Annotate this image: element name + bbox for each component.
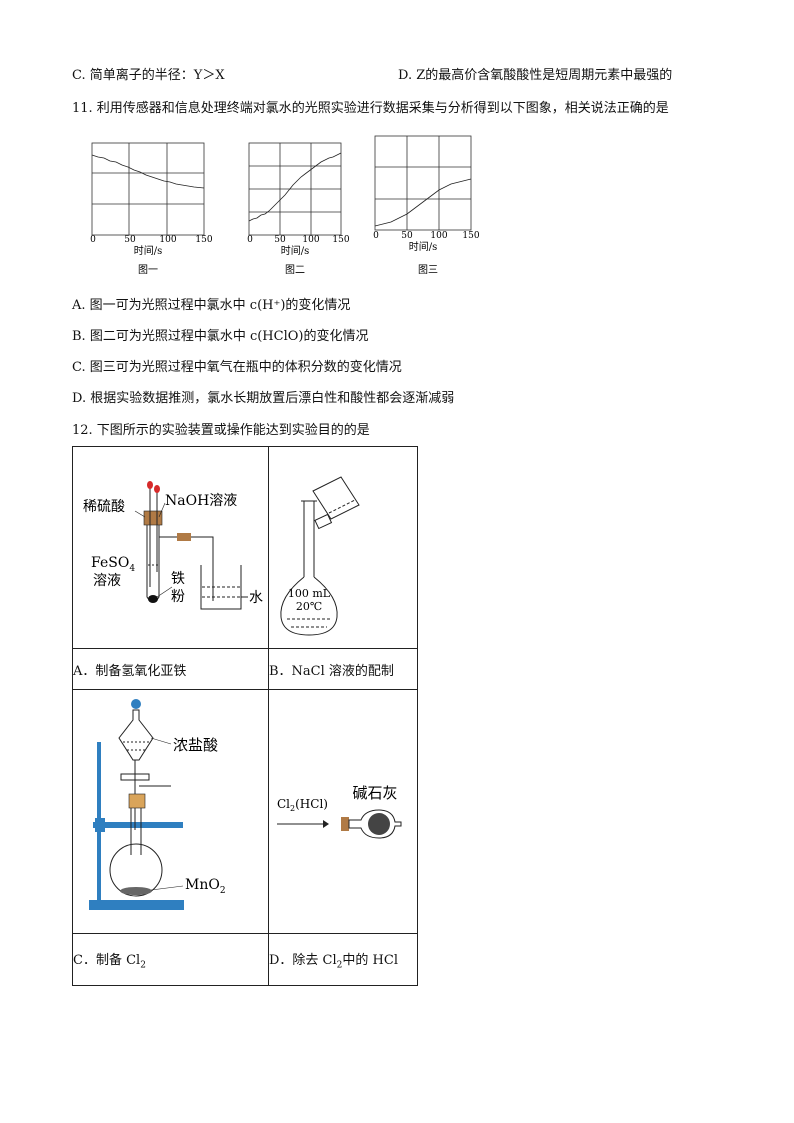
q10-option-c: C. 简单离子的半径：Y＞X [72, 68, 225, 83]
fig1-tick: 150 [195, 235, 212, 245]
q12-apparatus-table: 稀硫酸 NaOH溶液 FeSO4 溶液 铁 粉 水 [72, 446, 418, 986]
fig2-tick: 0 [247, 235, 253, 245]
label-soda-lime: 碱石灰 [352, 784, 397, 802]
fig2-caption: 图二 [285, 264, 305, 276]
label-water: 水 [249, 590, 263, 606]
label-naoh: NaOH溶液 [165, 493, 237, 509]
label-dilute-sulfuric-acid: 稀硫酸 [83, 499, 125, 515]
fig1-caption: 图一 [138, 264, 158, 276]
q11-option-d: D. 根据实验数据推测，氯水长期放置后漂白性和酸性都会逐渐减弱 [72, 391, 455, 406]
cell-a-label: A．制备氢氧化亚铁 [72, 648, 269, 690]
fig3-caption: 图三 [418, 264, 438, 276]
q11-stem: 11. 利用传感器和信息处理终端对氯水的光照实验进行数据采集与分析得到以下图象，… [72, 101, 669, 116]
fig1-tick: 100 [159, 235, 176, 245]
label-gas: Cl2(HCl) [277, 797, 328, 813]
label-solution: 溶液 [93, 573, 121, 589]
label-feso4: FeSO4 [91, 555, 135, 574]
fig1-tick: 0 [90, 235, 96, 245]
apparatus-d: Cl2(HCl) 碱石灰 [277, 784, 402, 839]
figure-3-curve [374, 178, 472, 227]
figure-1-curve [91, 154, 205, 189]
cell-c-label: C．制备 Cl2 [72, 933, 269, 986]
figure-2-curve [248, 152, 342, 222]
fig2-xlabel: 时间/s [281, 244, 310, 257]
fig2-tick: 100 [302, 235, 319, 245]
figure-2: 0 50 100 150 时间/s 图二 [247, 142, 350, 276]
cell-d-label: D．除去 Cl2中的 HCl [268, 933, 418, 986]
fig3-xlabel: 时间/s [409, 240, 438, 253]
fig3-tick: 100 [430, 231, 447, 241]
q12-stem: 12. 下图所示的实验装置或操作能达到实验目的的是 [72, 423, 370, 438]
cell-c-figure: 浓盐酸 MnO2 [72, 689, 269, 934]
label-conc-hcl: 浓盐酸 [173, 736, 218, 754]
arrow-icon [323, 820, 329, 828]
label-temp: 20℃ [296, 600, 322, 613]
fig2-tick: 150 [332, 235, 349, 245]
label-mno2: MnO2 [185, 877, 226, 896]
label-iron-2: 粉 [171, 589, 185, 605]
figure-1: 0 50 100 150 时间/s 图一 [90, 142, 213, 276]
cell-a-figure: 稀硫酸 NaOH溶液 FeSO4 溶液 铁 粉 水 [72, 446, 269, 649]
fig1-tick: 50 [124, 235, 136, 245]
fig1-xlabel: 时间/s [134, 244, 163, 257]
label-iron-1: 铁 [171, 571, 185, 587]
q10-option-d: D. Z的最高价含氧酸酸性是短周期元素中最强的 [398, 68, 673, 83]
q11-option-b: B. 图二可为光照过程中氯水中 c(HClO)的变化情况 [72, 329, 369, 344]
apparatus-c: 浓盐酸 MnO2 [89, 699, 226, 910]
figure-3: 0 50 100 150 时间/s 图三 [373, 135, 480, 276]
apparatus-b: 100 mL 20℃ [280, 476, 360, 636]
q11-option-a: A. 图一可为光照过程中氯水中 c(H⁺)的变化情况 [72, 298, 351, 313]
cell-b-label: B．NaCl 溶液的配制 [268, 648, 418, 690]
q11-option-c: C. 图三可为光照过程中氧气在瓶中的体积分数的变化情况 [72, 360, 402, 375]
label-volume: 100 mL [288, 587, 331, 600]
apparatus-a: 稀硫酸 NaOH溶液 FeSO4 溶液 铁 粉 水 [83, 481, 263, 610]
fig3-tick: 150 [462, 231, 479, 241]
fig3-tick: 50 [401, 231, 413, 241]
fig3-tick: 0 [373, 231, 379, 241]
cell-b-figure: 100 mL 20℃ [268, 446, 418, 649]
cell-d-figure: Cl2(HCl) 碱石灰 [268, 689, 418, 934]
fig2-tick: 50 [274, 235, 286, 245]
